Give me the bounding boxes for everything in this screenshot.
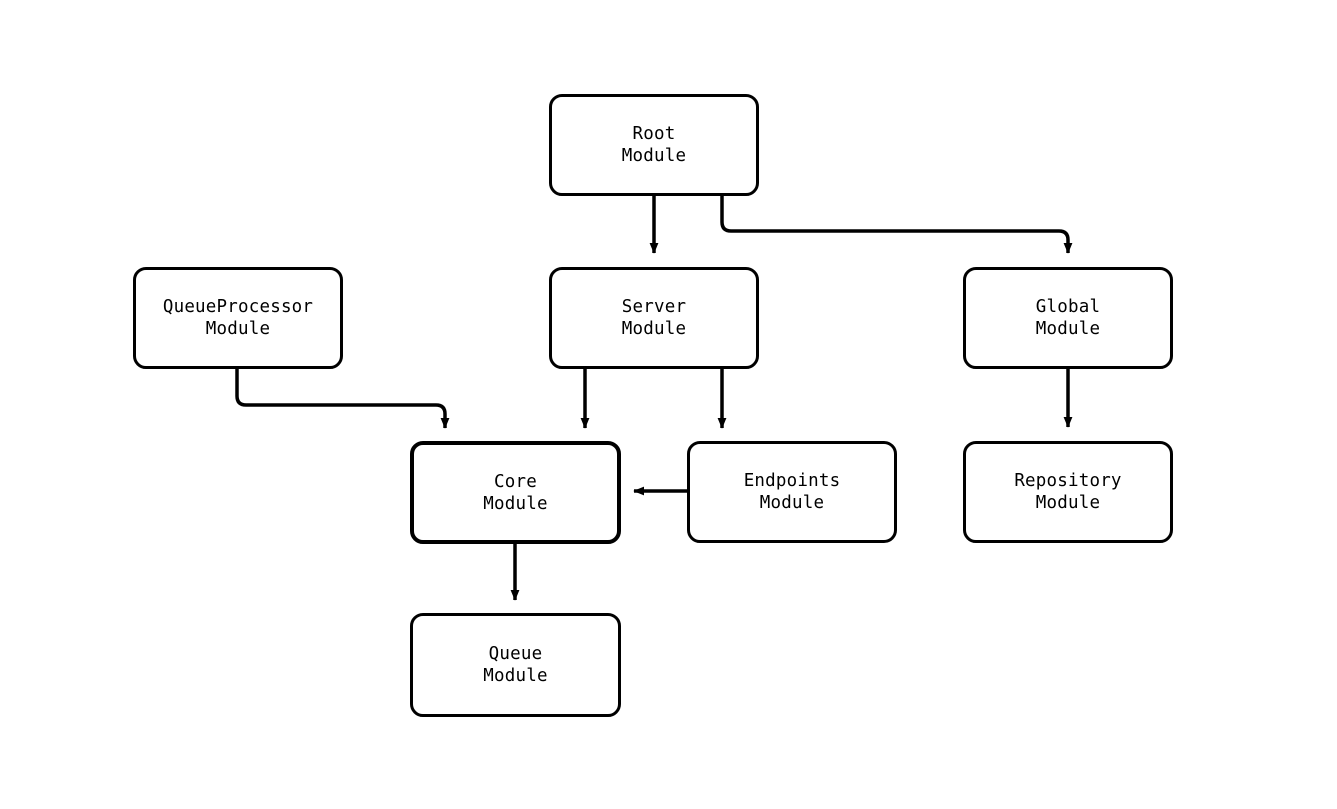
endpoints-module-label-line1: Endpoints bbox=[743, 471, 841, 491]
global-module-label-line2: Module bbox=[1035, 319, 1101, 339]
core-module-label-line1: Core bbox=[494, 471, 537, 492]
edge-root-to-global bbox=[720, 196, 1073, 254]
core-module-node[interactable]: Core Module bbox=[410, 441, 621, 544]
server-module-node[interactable]: Server Module bbox=[549, 267, 759, 369]
repository-module-label-line1: Repository bbox=[1014, 471, 1122, 491]
queue-module-label-line2: Module bbox=[483, 666, 548, 686]
global-module-node[interactable]: Global Module bbox=[963, 267, 1173, 369]
queue-module-node[interactable]: Queue Module bbox=[410, 613, 621, 717]
core-module-label-line2: Module bbox=[483, 493, 548, 514]
repository-module-label-line2: Module bbox=[1035, 493, 1101, 513]
queueprocessor-module-node[interactable]: QueueProcessor Module bbox=[133, 267, 343, 369]
endpoints-module-node[interactable]: Endpoints Module bbox=[687, 441, 897, 543]
root-module-label-line1: Root bbox=[632, 124, 676, 144]
root-module-node[interactable]: Root Module bbox=[549, 94, 759, 196]
root-module-label-line2: Module bbox=[621, 146, 687, 166]
queueprocessor-module-label-line2: Module bbox=[205, 319, 271, 339]
global-module-label-line1: Global bbox=[1035, 297, 1101, 317]
endpoints-module-label-line2: Module bbox=[759, 493, 825, 513]
repository-module-node[interactable]: Repository Module bbox=[963, 441, 1173, 543]
queue-module-label-line1: Queue bbox=[488, 644, 543, 664]
server-module-label-line1: Server bbox=[621, 297, 687, 317]
edge-queueprocessor-to-core bbox=[235, 369, 450, 429]
server-module-label-line2: Module bbox=[621, 319, 687, 339]
queueprocessor-module-label-line1: QueueProcessor bbox=[162, 297, 314, 317]
